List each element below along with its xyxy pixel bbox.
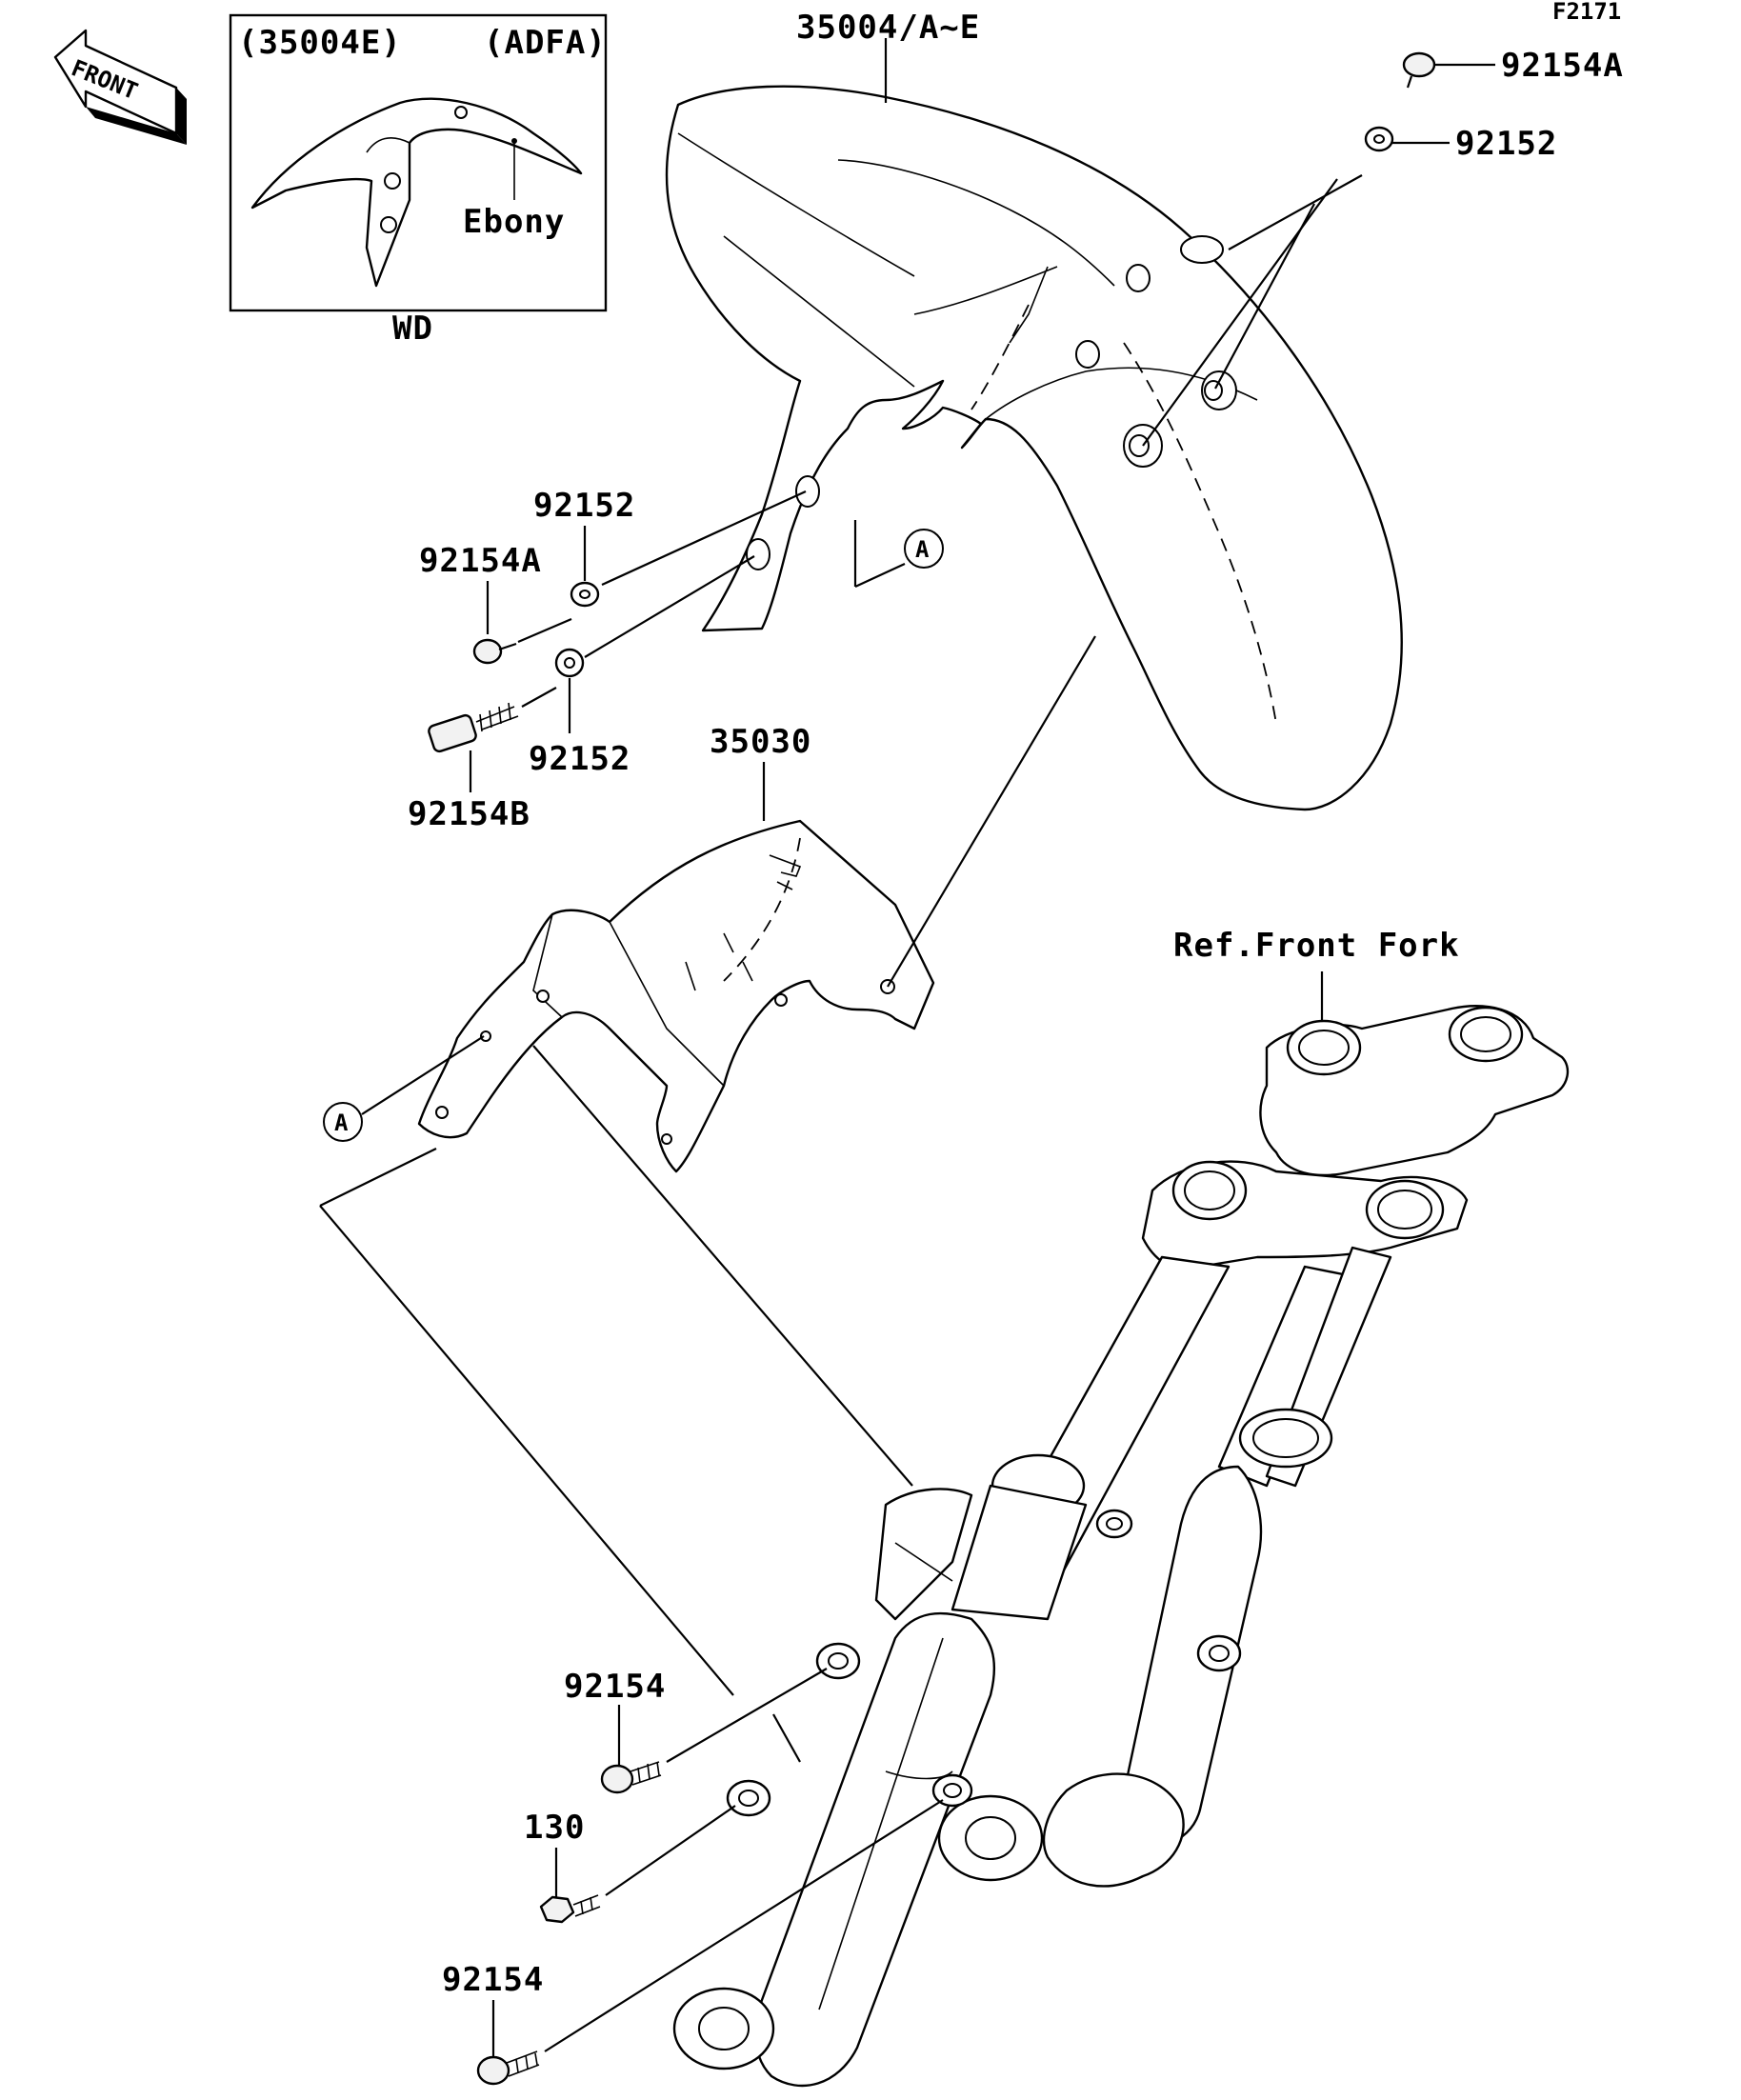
top-screw-92154a [1402,51,1495,89]
label-bracket: 35030 [710,723,811,761]
inset-part-no: (35004E) [238,24,402,62]
mid-washer-upper [570,581,600,608]
callout-a-upper: A [915,536,930,563]
mid-screw-92154a [472,638,517,665]
fork-bolt-92154-lower [476,2050,540,2086]
inset-region: WD [392,310,433,348]
label-fork-bolt-upper: 92154 [564,1668,666,1706]
inset-panel: (35004E) (ADFA) Ebony WD [229,13,608,348]
inset-code: (ADFA) [484,24,607,62]
callout-a-lower: A [334,1110,349,1136]
fork-bolt-92154-upper [600,1761,662,1794]
label-top-washer: 92152 [1455,125,1557,163]
fork-bolt-130 [539,1894,601,1924]
front-arrow-icon: FRONT [53,29,187,145]
mid-screw-92154b [428,702,519,753]
label-mid-screw-a: 92154A [419,542,542,580]
fender-bracket-35030 [417,819,935,1173]
top-washer-92152 [1364,126,1450,152]
label-fork-bolt-130: 130 [524,1809,585,1847]
label-fork-ref: Ref.Front Fork [1173,927,1460,965]
label-mid-washer-upper: 92152 [533,487,635,525]
label-top-screw: 92154A [1501,47,1624,85]
inset-color-note: Ebony [463,203,565,241]
label-fork-bolt-lower: 92154 [442,1961,544,1999]
label-fender: 35004/A~E [796,9,980,47]
front-fork-assembly [672,1005,1570,2088]
label-mid-screw-b: 92154B [408,795,530,833]
front-fender [665,85,1403,811]
label-mid-washer-lower: 92152 [529,740,630,778]
mid-washer-lower [554,648,585,678]
diagram-id: F2171 [1552,0,1621,25]
